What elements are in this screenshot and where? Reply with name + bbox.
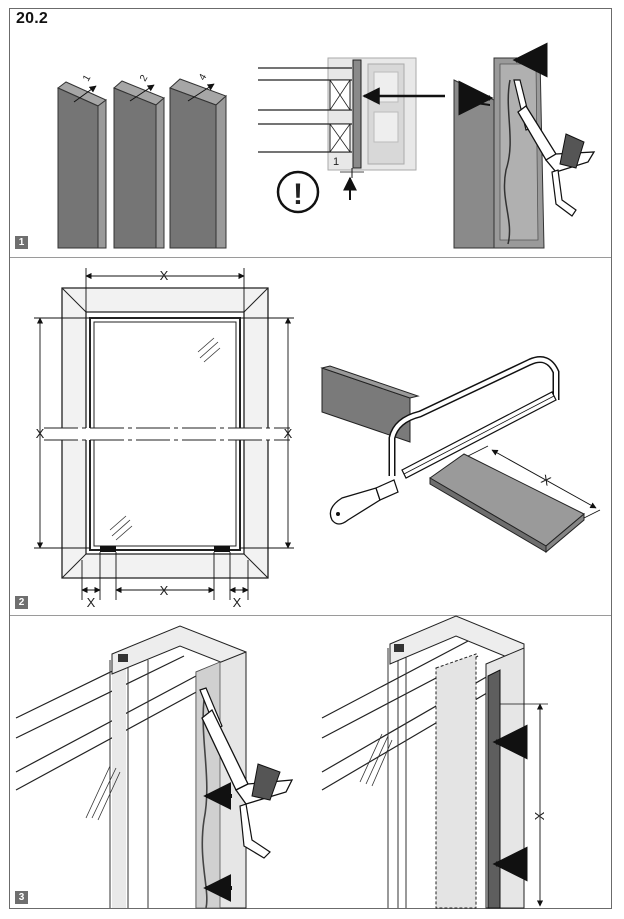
step-divider-1 — [10, 257, 611, 258]
sealing-profile-1mm — [57, 81, 107, 249]
warning-symbol: ! — [293, 178, 303, 211]
caulking-gun-icon — [513, 79, 596, 217]
step-badge-1: 1 — [15, 236, 28, 249]
dimension-x-cut-piece: X — [539, 471, 554, 488]
warning-icon — [276, 170, 320, 214]
step2-window-frame: X X X X X X — [34, 268, 294, 610]
dimension-x-right: X — [284, 426, 293, 441]
step3-left-sealant — [15, 625, 294, 909]
thickness-label-4: 4 — [197, 72, 210, 83]
thickness-label-1: 1 — [81, 73, 94, 84]
dimension-x-bottom: X — [160, 583, 169, 598]
dimension-x-step3: X — [532, 811, 547, 820]
step-badge-3: 3 — [15, 891, 28, 904]
dimension-x-left: X — [36, 426, 45, 441]
hacksaw-icon — [329, 356, 560, 525]
dimension-x-block-left: X — [87, 595, 96, 610]
step-badge-2: 2 — [15, 596, 28, 609]
step1-sealant-application — [453, 42, 596, 249]
thickness-arrows — [73, 83, 215, 103]
step2-saw-cutting: X — [320, 356, 601, 554]
sealing-profile-2mm — [113, 80, 165, 249]
step-divider-2 — [10, 615, 611, 616]
dimension-x-block-right: X — [233, 595, 242, 610]
dimension-x-top: X — [160, 268, 169, 283]
step1-window-section: 1 ! — [258, 57, 445, 214]
sealing-profile-4mm — [169, 78, 227, 249]
gap-label: 1 — [333, 156, 339, 168]
step1-profiles: 1 2 4 — [57, 72, 227, 249]
thickness-label-2: 2 — [138, 73, 151, 84]
caulking-gun-icon-step3 — [199, 687, 294, 859]
page-frame — [9, 8, 612, 909]
step3-right-profile: X — [321, 615, 548, 909]
section-title: 20.2 — [16, 10, 48, 27]
